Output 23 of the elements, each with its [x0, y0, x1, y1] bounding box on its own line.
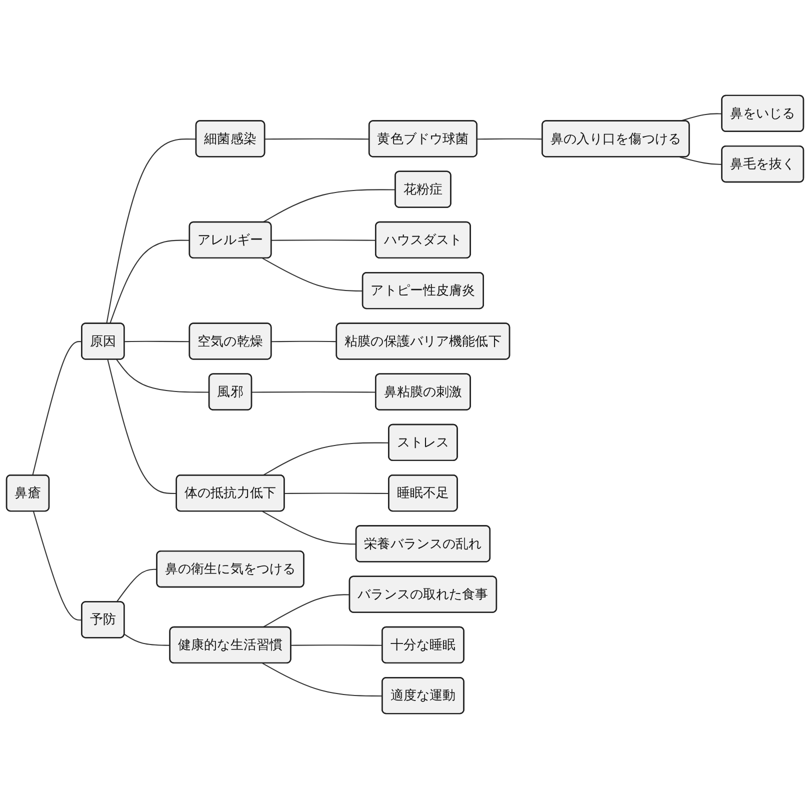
connector	[124, 340, 190, 342]
connector	[680, 156, 722, 165]
connector	[107, 359, 177, 494]
connector	[262, 662, 383, 697]
connector	[32, 341, 82, 476]
connector	[109, 240, 190, 324]
connector	[272, 240, 376, 241]
connector	[291, 644, 383, 646]
connector	[124, 634, 170, 646]
connector	[262, 189, 396, 223]
connector	[33, 511, 82, 621]
connector	[284, 492, 390, 494]
connector	[262, 594, 350, 628]
connector	[116, 359, 210, 393]
connector	[262, 511, 356, 545]
connector	[262, 258, 363, 292]
connector	[272, 340, 337, 342]
connector	[262, 442, 390, 476]
connector	[106, 138, 196, 324]
connector	[264, 138, 370, 140]
connector	[477, 138, 543, 140]
connector	[252, 391, 376, 393]
connector	[116, 568, 158, 602]
